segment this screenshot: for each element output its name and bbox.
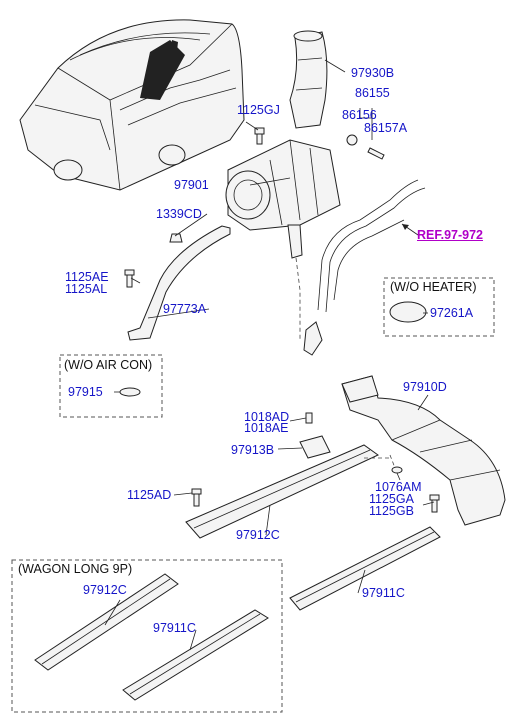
cover-97911C-wagon-rib [129, 613, 261, 695]
label-97915: 97915 [68, 385, 103, 399]
label-1018AD: 1018AD [244, 410, 290, 424]
label-1076AM: 1076AM [375, 480, 422, 494]
label-97901: 97901 [174, 178, 209, 192]
bolt-1018AD [305, 412, 313, 424]
drain-dash [295, 257, 301, 340]
label-1125AE: 1125AE [65, 270, 109, 284]
cover-97912C-upper [185, 444, 379, 539]
label-1125AL: 1125AL [65, 282, 108, 296]
group-wo-aircon: (W/O AIR CON) [64, 358, 153, 372]
label-97910D: 97910D [403, 380, 447, 394]
label-97911C: 97911C [362, 586, 405, 600]
dash-1076AM [389, 454, 396, 469]
clip-86157A [367, 147, 385, 160]
cover-97911C-upper-rib [295, 531, 435, 603]
ref-arrow-head [402, 224, 409, 230]
label-1125GB: 1125GB [369, 504, 414, 518]
vehicle-illustration [19, 19, 245, 191]
grommet-1076AM [391, 466, 403, 474]
label-97912C: 97912C [236, 528, 280, 542]
leader-lines [104, 121, 435, 651]
clip-97913B [299, 435, 331, 459]
duct-97773A [127, 225, 231, 341]
label-1125GA: 1125GA [369, 492, 414, 506]
label-97913B: 97913B [231, 443, 275, 457]
label-97912C-wagon: 97912C [83, 583, 127, 597]
label-97930B: 97930B [351, 66, 395, 80]
duct-97910D [341, 375, 506, 526]
label-97911C-wagon: 97911C [153, 621, 196, 635]
cover-97912C-upper-rib [193, 449, 371, 529]
reference-97-972-link[interactable]: REF.97-972 [417, 228, 484, 242]
plug-97261A [389, 301, 427, 323]
bolt-1125AE [124, 269, 135, 288]
bolt-1125GJ [254, 127, 265, 145]
wo-aircon-box [59, 354, 163, 418]
label-97773A: 97773A [163, 302, 207, 316]
label-1018AE: 1018AE [244, 421, 289, 435]
bolt-1125AD [191, 488, 202, 507]
coolant-pipes [317, 179, 426, 313]
duct-97930B [289, 30, 346, 129]
cover-97912C-wagon-rib [41, 578, 171, 665]
label-1339CD: 1339CD [156, 207, 202, 221]
label-1125GJ: 1125GJ [237, 103, 280, 117]
leader-86155 [359, 108, 373, 140]
heater-unit-97901 [225, 139, 341, 259]
label-86157A: 86157A [364, 121, 408, 135]
label-97261A: 97261A [430, 306, 474, 320]
bolt-1125GA [429, 494, 440, 513]
cover-97911C-wagon [122, 609, 269, 701]
label-86155: 86155 [355, 86, 390, 100]
drain-hose [303, 321, 323, 356]
wagon-long-9p-box [11, 559, 283, 713]
group-wo-heater: (W/O HEATER) [390, 280, 477, 294]
grommet-86156 [346, 134, 358, 146]
seal-97915 [119, 387, 141, 397]
group-wagon-long-9p: (WAGON LONG 9P) [18, 562, 133, 576]
label-1125AD: 1125AD [127, 488, 172, 502]
label-86156: 86156 [342, 108, 377, 122]
